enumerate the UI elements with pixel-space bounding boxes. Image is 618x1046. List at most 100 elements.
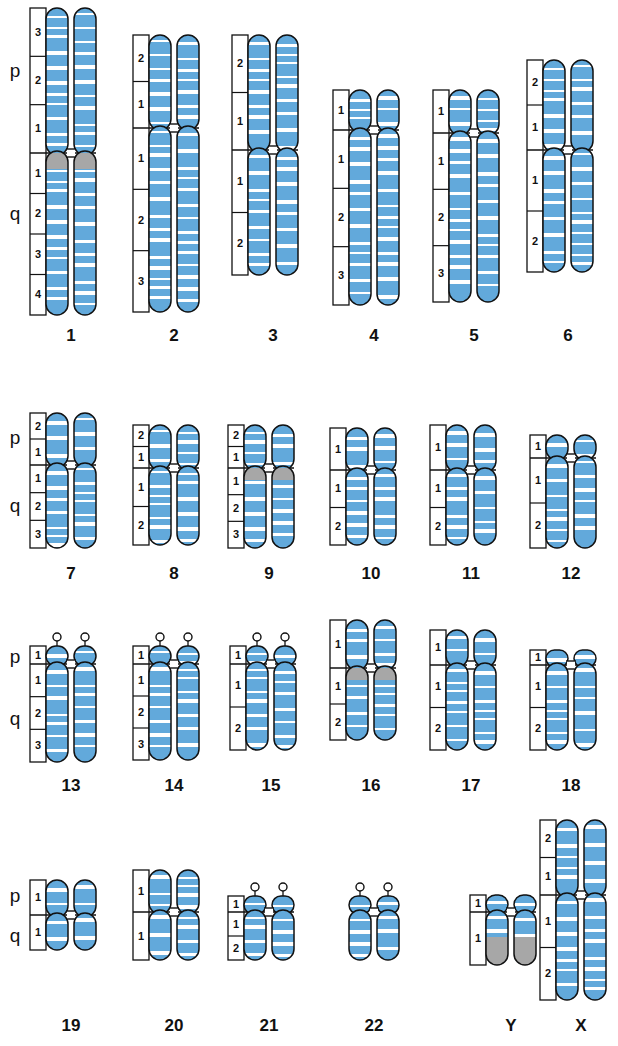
region-divider: [133, 81, 149, 82]
light-band: [46, 297, 68, 300]
light-band: [177, 691, 199, 693]
light-band: [74, 447, 96, 450]
light-band: [446, 690, 468, 692]
light-band: [349, 117, 371, 119]
region-number: 1: [35, 447, 41, 458]
region-number: 1: [532, 122, 538, 133]
light-band: [446, 711, 468, 713]
light-band: [177, 42, 199, 45]
chromatid-fill: [74, 413, 96, 467]
light-band: [449, 149, 471, 153]
light-band: [574, 686, 596, 688]
chromosome-number: 18: [562, 777, 581, 794]
light-band: [248, 239, 270, 241]
region-number: 1: [535, 652, 541, 663]
chromatid-outline: [474, 468, 496, 545]
centromere-edge: [506, 907, 516, 908]
light-band: [244, 481, 266, 484]
light-band: [276, 128, 298, 132]
light-band: [584, 916, 606, 919]
light-band: [446, 474, 468, 477]
centromere-edge: [369, 915, 379, 916]
light-band: [571, 182, 593, 185]
region-divider: [30, 274, 46, 275]
centromere-edge: [366, 671, 376, 672]
chromatid-arm: [74, 151, 96, 315]
band-ruler: [540, 820, 556, 1000]
chromatid-fill: [46, 662, 68, 762]
centromere-edge: [466, 660, 476, 661]
region-number: 1: [138, 675, 144, 686]
light-band: [46, 436, 68, 440]
region-divider: [133, 506, 149, 507]
light-band: [149, 951, 171, 955]
light-band: [474, 491, 496, 494]
chromatid-outline: [446, 663, 468, 750]
light-band: [474, 521, 496, 523]
arm-letter: p: [10, 61, 21, 80]
chromatid-arm: [149, 35, 171, 130]
light-band: [477, 255, 499, 258]
light-band: [149, 54, 171, 56]
chromatid-fill: [46, 8, 68, 155]
region-number: 2: [535, 723, 541, 734]
light-band: [374, 461, 396, 463]
light-band: [276, 212, 298, 215]
light-band: [574, 668, 596, 672]
chromosome-number: 7: [66, 565, 75, 582]
light-band: [177, 743, 199, 747]
region-number: 1: [435, 642, 441, 653]
light-band: [177, 452, 199, 454]
centromere-edge: [563, 145, 573, 146]
region-divider: [30, 193, 46, 194]
chromosome-number: 16: [362, 777, 381, 794]
light-band: [556, 969, 578, 971]
heterochromatin-band: [46, 153, 68, 169]
light-band: [377, 252, 399, 255]
centromere-join: [170, 464, 178, 472]
light-band: [574, 461, 596, 463]
chromatid-fill: [546, 456, 568, 548]
chromatid-outline: [349, 910, 371, 960]
light-band: [474, 740, 496, 744]
light-band: [74, 482, 96, 485]
light-band: [584, 825, 606, 829]
light-band: [177, 299, 199, 302]
light-band: [543, 129, 565, 133]
light-band: [246, 714, 268, 717]
chromatid-arm: [177, 910, 199, 960]
light-band: [543, 201, 565, 204]
light-band: [377, 226, 399, 228]
chromatid-fill: [543, 148, 565, 272]
region-number: 2: [138, 53, 144, 64]
light-band: [46, 235, 68, 239]
chromatid-fill: [377, 910, 399, 960]
region-number: 2: [35, 75, 41, 86]
chromatid-arm: [74, 8, 96, 155]
centromere-edge: [469, 128, 479, 129]
light-band: [46, 498, 68, 501]
chromatid-fill: [346, 468, 368, 545]
chromatid-outline: [177, 662, 199, 760]
region-divider: [30, 492, 46, 493]
light-band: [543, 79, 565, 81]
chromatid-fill: [377, 128, 399, 305]
light-band: [149, 122, 171, 124]
light-band: [177, 264, 199, 266]
light-band: [374, 497, 396, 501]
light-band: [149, 693, 171, 696]
light-band: [349, 137, 371, 140]
region-number: 1: [138, 452, 144, 463]
centromere-edge: [169, 463, 179, 464]
band-ruler: [430, 425, 446, 545]
chromatid-outline: [546, 456, 568, 548]
chromatid-fill: [377, 90, 399, 132]
chromatid-fill: [46, 463, 68, 548]
centromere-join: [67, 660, 75, 668]
region-number: 3: [138, 276, 144, 287]
region-number: 1: [35, 168, 41, 179]
region-number: 1: [138, 99, 144, 110]
chromatid-fill: [346, 620, 368, 670]
light-band: [274, 735, 296, 738]
